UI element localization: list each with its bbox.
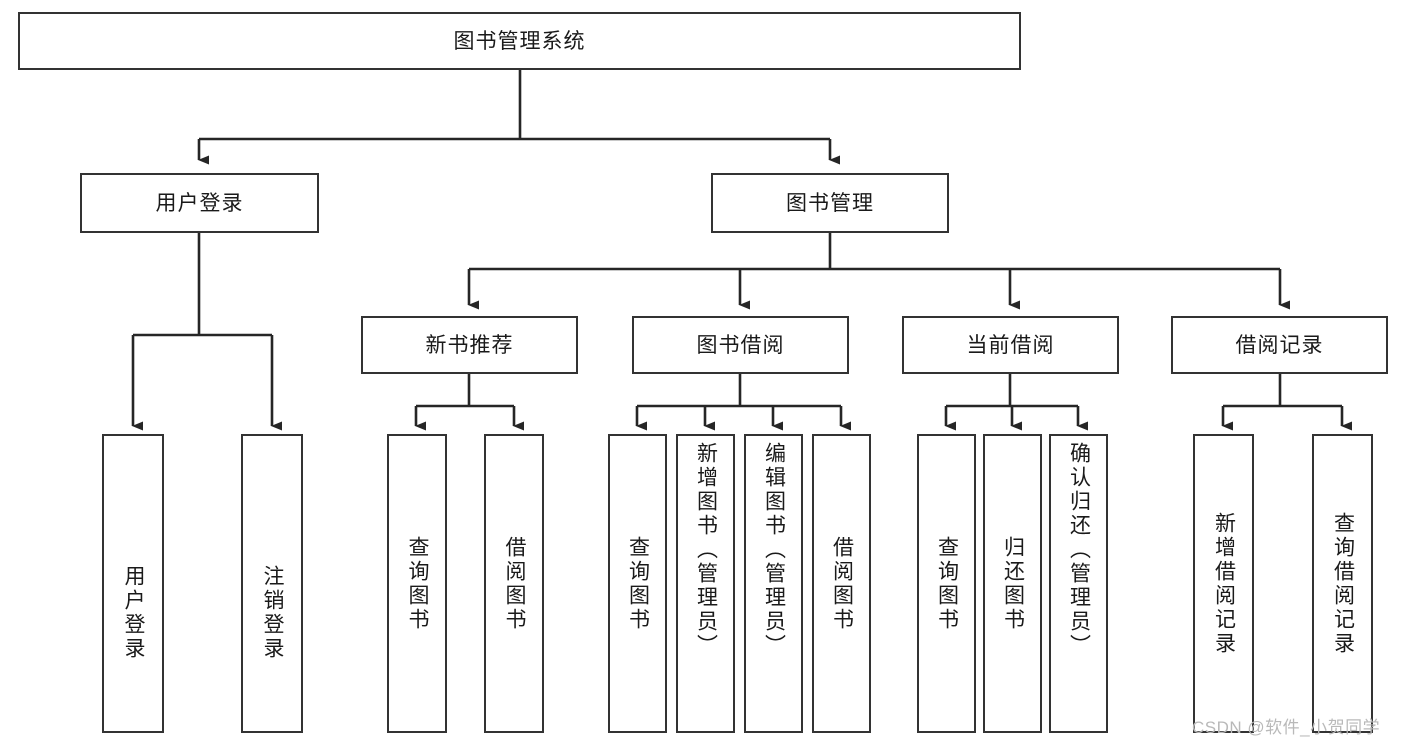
node-leaf-borrow-book-rec[interactable]: 借阅图书: [484, 434, 544, 733]
node-root[interactable]: 图书管理系统: [18, 12, 1021, 70]
node-leaf-edit-book-label: 编辑图书（管理员）: [762, 442, 786, 658]
node-leaf-borrow-book[interactable]: 借阅图书: [812, 434, 871, 733]
node-leaf-confirm-return-label: 确认归还（管理员）: [1067, 442, 1091, 658]
node-book-manage[interactable]: 图书管理: [711, 173, 949, 233]
node-leaf-confirm-return[interactable]: 确认归还（管理员）: [1049, 434, 1108, 733]
node-book-borrow[interactable]: 图书借阅: [632, 316, 849, 374]
node-leaf-query-book-current-label: 查询图书: [935, 535, 959, 632]
node-leaf-query-book-current[interactable]: 查询图书: [917, 434, 976, 733]
node-leaf-logout[interactable]: 注销登录: [241, 434, 303, 733]
node-leaf-add-book-label: 新增图书（管理员）: [694, 442, 718, 658]
node-new-book-recommend[interactable]: 新书推荐: [361, 316, 578, 374]
node-leaf-user-login[interactable]: 用户登录: [102, 434, 164, 733]
node-leaf-query-book-rec[interactable]: 查询图书: [387, 434, 447, 733]
node-leaf-user-login-label: 用户登录: [122, 565, 146, 661]
node-leaf-borrow-book-rec-label: 借阅图书: [503, 535, 527, 632]
node-user-login[interactable]: 用户登录: [80, 173, 319, 233]
node-leaf-add-borrow-record-label: 新增借阅记录: [1212, 511, 1236, 656]
node-current-borrow-label: 当前借阅: [966, 333, 1055, 357]
node-new-book-recommend-label: 新书推荐: [425, 333, 514, 357]
node-root-label: 图书管理系统: [453, 29, 586, 53]
watermark-text: CSDN @软件_小贺同学: [1192, 718, 1381, 737]
node-user-login-label: 用户登录: [155, 191, 244, 215]
node-leaf-borrow-book-label: 借阅图书: [830, 535, 854, 632]
node-leaf-query-book-borrow-label: 查询图书: [626, 535, 650, 632]
node-borrow-record[interactable]: 借阅记录: [1171, 316, 1388, 374]
node-leaf-query-borrow-record-label: 查询借阅记录: [1331, 511, 1355, 656]
node-borrow-record-label: 借阅记录: [1235, 333, 1324, 357]
node-leaf-query-borrow-record[interactable]: 查询借阅记录: [1312, 434, 1373, 733]
node-leaf-return-book[interactable]: 归还图书: [983, 434, 1042, 733]
node-leaf-add-book[interactable]: 新增图书（管理员）: [676, 434, 735, 733]
node-leaf-edit-book[interactable]: 编辑图书（管理员）: [744, 434, 803, 733]
node-book-manage-label: 图书管理: [786, 191, 874, 215]
node-leaf-query-book-rec-label: 查询图书: [406, 535, 430, 632]
node-leaf-logout-label: 注销登录: [261, 565, 285, 661]
node-leaf-add-borrow-record[interactable]: 新增借阅记录: [1193, 434, 1254, 733]
node-current-borrow[interactable]: 当前借阅: [902, 316, 1119, 374]
node-book-borrow-label: 图书借阅: [696, 333, 785, 357]
node-leaf-return-book-label: 归还图书: [1001, 535, 1025, 632]
node-leaf-query-book-borrow[interactable]: 查询图书: [608, 434, 667, 733]
